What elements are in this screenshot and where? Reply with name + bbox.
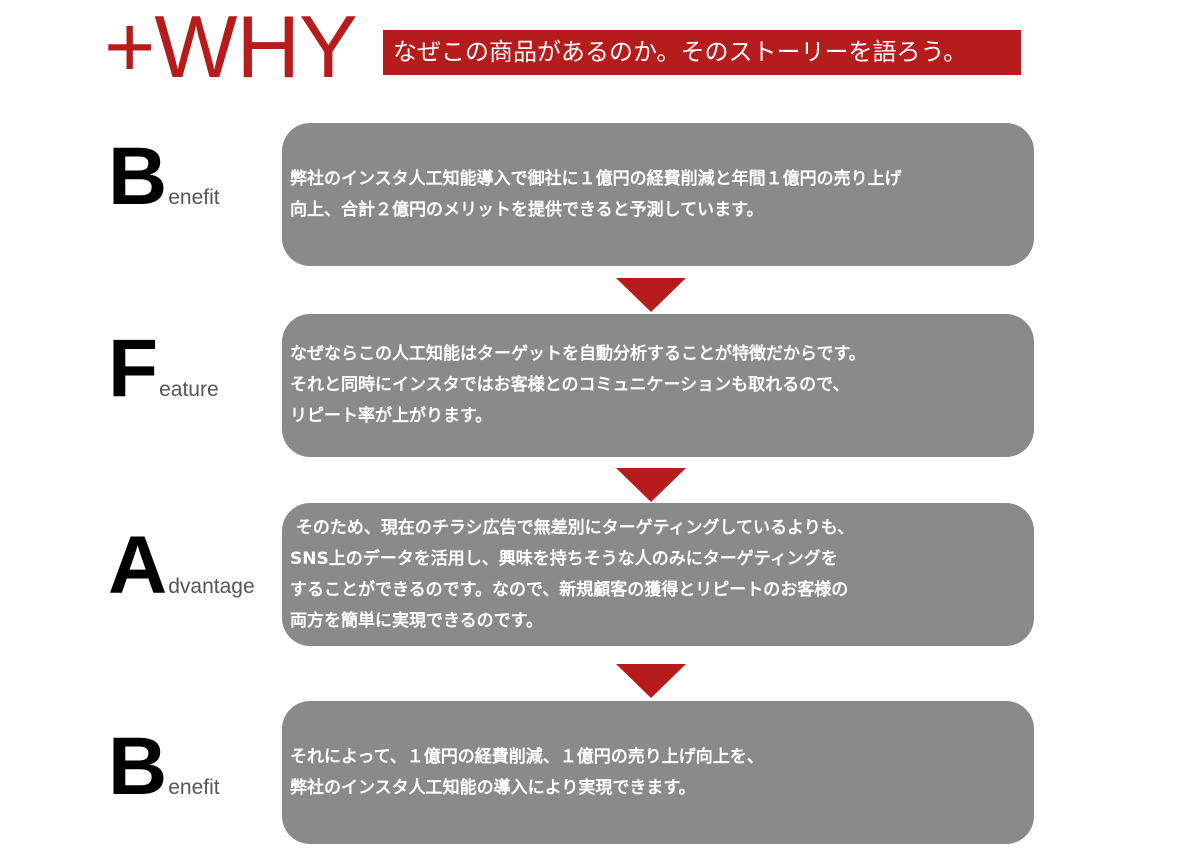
- card-text-line: 向上、合計２億円のメリットを提供できると予測しています。: [290, 199, 764, 220]
- card-text-line: そのため、現在のチラシ広告で無差別にターゲティングしているよりも、: [290, 517, 855, 538]
- step-word-rest: enefit: [168, 776, 220, 799]
- step-label-benefit-2: Benefit: [108, 726, 220, 808]
- step-word-rest: eature: [159, 378, 219, 401]
- step-label-benefit-1: Benefit: [108, 136, 220, 218]
- step-card-benefit-2: それによって、１億円の経費削減、１億円の売り上げ向上を、 弊社のインスタ人工知能…: [282, 701, 1034, 844]
- step-card-feature: なぜならこの人工知能はターゲットを自動分析することが特徴だからです。 それと同時…: [282, 314, 1034, 457]
- step-letter: B: [108, 131, 168, 222]
- page-title: +WHY: [104, 0, 358, 96]
- step-letter: B: [108, 721, 168, 812]
- step-label-advantage: Advantage: [108, 525, 255, 607]
- step-word-rest: dvantage: [168, 575, 255, 598]
- step-letter: F: [108, 323, 159, 414]
- card-text-line: 両方を簡単に実現できるのです。: [290, 610, 543, 631]
- header-banner: なぜこの商品があるのか。そのストーリーを語ろう。: [383, 30, 1021, 75]
- card-text-line: 弊社のインスタ人工知能導入で御社に１億円の経費削減と年間１億円の売り上げ: [290, 168, 902, 189]
- down-arrow-icon: [616, 664, 686, 698]
- step-word-rest: enefit: [168, 186, 220, 209]
- card-text-line: リピート率が上がります。: [290, 406, 493, 426]
- down-arrow-icon: [616, 468, 686, 502]
- card-text-line: SNS上のデータを活用し、興味を持ちそうな人のみにターゲティングを: [290, 548, 838, 569]
- down-arrow-icon: [616, 278, 686, 312]
- card-text-line: 弊社のインスタ人工知能の導入により実現できます。: [290, 777, 696, 798]
- card-text-line: することができるのです。なので、新規顧客の獲得とリピートのお客様の: [290, 579, 849, 600]
- step-card-advantage: そのため、現在のチラシ広告で無差別にターゲティングしているよりも、 SNS上のデ…: [282, 503, 1034, 646]
- step-card-benefit-1: 弊社のインスタ人工知能導入で御社に１億円の経費削減と年間１億円の売り上げ 向上、…: [282, 123, 1034, 266]
- step-label-feature: Feature: [108, 328, 219, 410]
- card-text-line: それによって、１億円の経費削減、１億円の売り上げ向上を、: [290, 746, 764, 767]
- card-text-line: なぜならこの人工知能はターゲットを自動分析することが特徴だからです。: [290, 344, 866, 364]
- card-text-line: それと同時にインスタではお客様とのコミュニケーションも取れるので、: [290, 375, 850, 395]
- step-letter: A: [108, 520, 168, 611]
